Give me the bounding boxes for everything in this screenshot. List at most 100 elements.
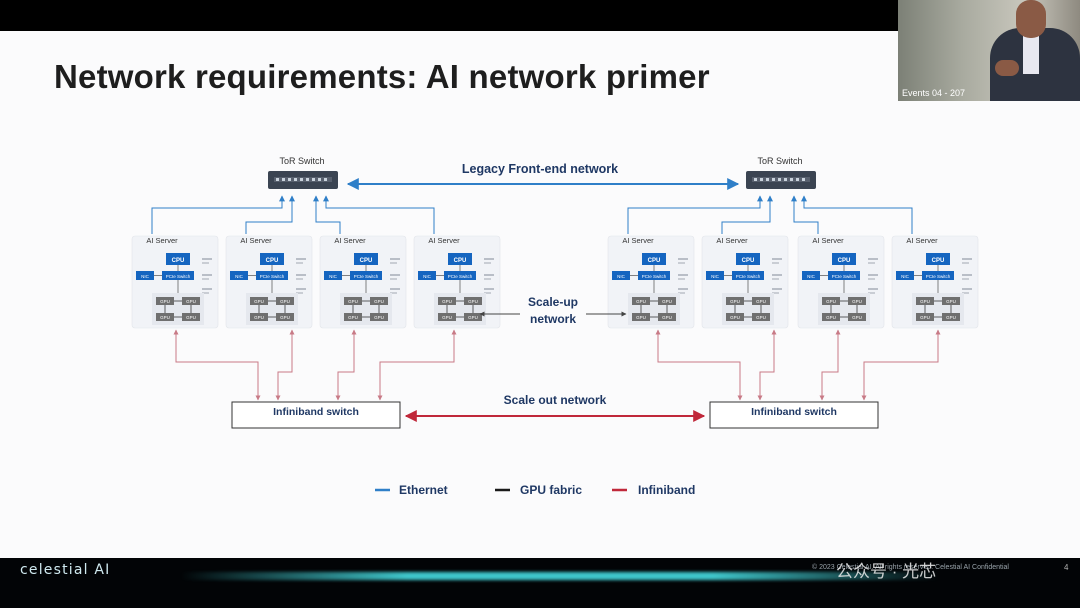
gpu-block [822,313,840,321]
gpu-label: GPU [826,299,836,304]
speaker-head [1016,0,1046,38]
gpu-label: GPU [254,315,264,320]
gpu-block [916,313,934,321]
gpu-label: GPU [186,315,196,320]
gpu-label: GPU [730,315,740,320]
gpu-label: GPU [920,315,930,320]
gpu-block [182,297,200,305]
scale-up-label-line1: Scale-up [528,295,578,309]
gpu-block [848,313,866,321]
gpu-label: GPU [756,315,766,320]
infiniband-switch-right [709,401,879,429]
gpu-block [370,297,388,305]
nic-label: NIC [901,274,910,279]
pcie-switch-label: PCIe Switch [166,274,191,279]
gpu-label: GPU [946,315,956,320]
gpu-label: GPU [636,299,646,304]
nic-label: NIC [711,274,720,279]
pcie-switch-block [350,271,382,280]
cpu-label: CPU [172,258,185,264]
gpu-label: GPU [852,315,862,320]
legend: Ethernet GPU fabric Infiniband [375,483,695,497]
pcie-switch-label: PCIe Switch [642,274,667,279]
nic-block [324,271,342,280]
cpu-block [260,253,284,265]
gpu-block [752,313,770,321]
gpu-block [276,313,294,321]
gpu-label: GPU [756,299,766,304]
pcie-switch-label: PCIe Switch [260,274,285,279]
nic-block [896,271,914,280]
page-number: 4 [1064,563,1069,572]
cpu-block [354,253,378,265]
gpu-block [438,313,456,321]
gpu-block [726,313,744,321]
infiniband-switch-label: Infiniband switch [751,406,837,418]
cpu-block [166,253,190,265]
gpu-label: GPU [280,315,290,320]
slide-title: Network requirements: AI network primer [54,58,710,95]
infiniband-switch-left [231,401,401,429]
gpu-label: GPU [468,299,478,304]
cpu-label: CPU [360,258,373,264]
gpu-label: GPU [160,299,170,304]
gpu-label: GPU [730,299,740,304]
cpu-block [642,253,666,265]
speaker-video[interactable] [898,0,1080,101]
pcie-switch-block [922,271,954,280]
gpu-block [632,313,650,321]
ai-server-label: AI Server [906,236,938,245]
cpu-label: CPU [454,258,467,264]
nic-block [230,271,248,280]
gpu-block [182,313,200,321]
legend-label-gpu-fabric: GPU fabric [520,483,582,497]
gpu-label: GPU [348,299,358,304]
gpu-label: GPU [348,315,358,320]
pcie-switch-block [732,271,764,280]
gpu-label: GPU [920,299,930,304]
gpu-block [464,313,482,321]
cpu-block [926,253,950,265]
gpu-block [250,297,268,305]
cpu-label: CPU [838,258,851,264]
pcie-switch-block [162,271,194,280]
gpu-label: GPU [186,299,196,304]
pcie-switch-block [444,271,476,280]
ai-server-label: AI Server [334,236,366,245]
speaker-video-label: Events 04 - 207 [902,88,966,98]
gpu-block [156,297,174,305]
gpu-block [848,297,866,305]
gpu-block [942,313,960,321]
nic-label: NIC [807,274,816,279]
tor-switch-label: ToR Switch [757,156,802,166]
gpu-label: GPU [374,315,384,320]
pcie-switch-label: PCIe Switch [926,274,951,279]
ai-server-label: AI Server [240,236,272,245]
legacy-network-label: Legacy Front-end network [462,162,618,176]
gpu-label: GPU [442,299,452,304]
gpu-label: GPU [160,315,170,320]
pcie-switch-block [256,271,288,280]
nic-block [136,271,154,280]
speaker-hand [995,60,1019,76]
pcie-switch-label: PCIe Switch [736,274,761,279]
ethernet-uplinks [151,195,913,234]
cpu-label: CPU [742,258,755,264]
gpu-block [370,313,388,321]
gpu-label: GPU [468,315,478,320]
speaker-shirt [1023,34,1039,74]
gpu-block [942,297,960,305]
cpu-block [736,253,760,265]
pcie-switch-label: PCIe Switch [448,274,473,279]
tor-switch-left: ToR Switch [268,156,338,189]
